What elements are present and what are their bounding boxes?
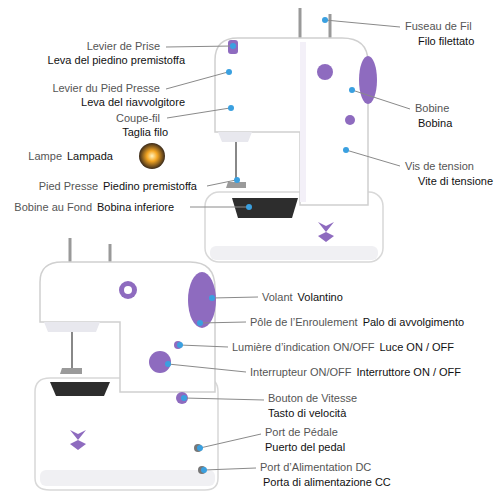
part-label: Port de Pédale (265, 426, 338, 439)
part-label: Interruttore ON / OFF (356, 366, 461, 379)
part-label: Pôle de l’Enroulement (250, 316, 358, 329)
part-label: Levier du Pied Presse (52, 82, 160, 95)
part-label: Lumière d’indication ON/OFF (232, 341, 374, 354)
part-label: Port d’Alimentation DC (260, 461, 371, 474)
part-label: Volant (262, 291, 293, 304)
part-label: Taglia filo (122, 126, 168, 139)
part-label: Lampada (67, 150, 113, 163)
part-label: Vis de tension (405, 160, 474, 173)
part-label: Leva del piedino premistoffa (48, 54, 185, 67)
part-label: Tasto di velocità (268, 407, 346, 420)
part-label: Pied Presse (39, 180, 98, 193)
part-label: Volantino (298, 291, 343, 304)
part-label: Porta di alimentazione CC (263, 476, 391, 489)
part-label: Leva del riavvolgitore (81, 96, 185, 109)
part-label: Luce ON / OFF (379, 341, 454, 354)
part-label: Bobina (418, 117, 452, 130)
part-label: Interrupteur ON/OFF (250, 366, 351, 379)
part-label: Lampe (28, 150, 62, 163)
part-label: Filo filettato (418, 35, 474, 48)
part-label: Puerto del pedal (265, 441, 345, 454)
part-label: Bouton de Vitesse (268, 392, 357, 405)
part-label: Vite di tensione (418, 175, 493, 188)
part-label: Bobina inferiore (97, 201, 174, 214)
part-label: Bobine (415, 102, 449, 115)
part-label: Bobine au Fond (14, 201, 92, 214)
part-label: Piedino premistoffa (103, 180, 197, 193)
part-label: Palo di avvolgimento (363, 316, 465, 329)
part-label: Coupe-fil (116, 112, 160, 125)
part-label: Fuseau de Fil (405, 20, 472, 33)
part-label: Levier de Prise (87, 40, 160, 53)
